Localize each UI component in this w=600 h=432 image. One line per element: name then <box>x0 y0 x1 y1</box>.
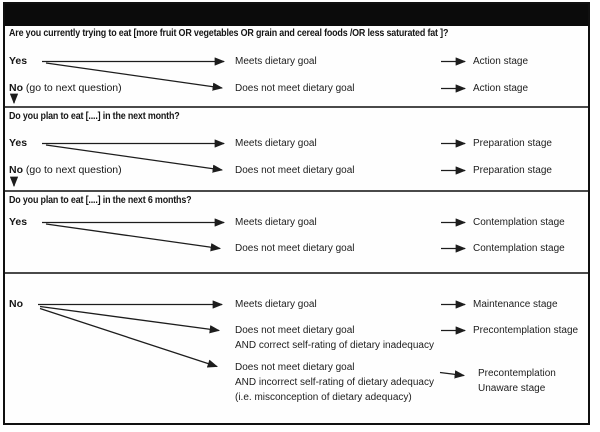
section4-outcome3-result-line1: Does not meet dietary goal <box>235 362 355 373</box>
section-divider-2 <box>5 190 588 192</box>
section2-no-bold: No <box>9 164 23 176</box>
section1-outcome2-result: Does not meet dietary goal <box>235 83 355 94</box>
section1-outcome2-stage: Action stage <box>473 83 529 94</box>
section-divider-3 <box>5 272 588 274</box>
section4-outcome3-result-line3: (i.e. misconception of dietary adequacy) <box>235 392 412 403</box>
section1-no-label: No (go to next question) <box>9 82 122 95</box>
section4-outcome1-stage: Maintenance stage <box>473 299 558 310</box>
section1-no-note: (go to next question) <box>23 82 122 94</box>
section1-yes-label: Yes <box>9 55 28 67</box>
section2-outcome2-result: Does not meet dietary goal <box>235 165 355 176</box>
section2-no-label: No (go to next question) <box>9 164 122 177</box>
section4-no-label: No <box>9 298 23 310</box>
section2-yes-label: Yes <box>9 137 28 149</box>
section2-outcome2-stage: Preparation stage <box>473 165 552 176</box>
section1-no-bold: No <box>9 82 23 94</box>
section3-yes-label: Yes <box>9 216 28 228</box>
section4-outcome2-result-line1: Does not meet dietary goal <box>235 325 355 336</box>
section2-outcome1-result: Meets dietary goal <box>235 138 317 149</box>
section4-outcome1-result: Meets dietary goal <box>235 299 317 310</box>
section3-outcome2-stage: Contemplation stage <box>473 243 565 254</box>
section2-outcome1-stage: Preparation stage <box>473 138 552 149</box>
question-2: Do you plan to eat [....] in the next mo… <box>9 110 180 122</box>
section-divider-1 <box>5 106 588 108</box>
section4-outcome3-result-line2: AND incorrect self-rating of dietary ade… <box>235 377 434 388</box>
section4-outcome2-result-line2: AND correct self-rating of dietary inade… <box>235 340 434 351</box>
question-3: Do you plan to eat [....] in the next 6 … <box>9 194 192 206</box>
section2-no-note: (go to next question) <box>23 164 122 176</box>
section3-outcome2-result: Does not meet dietary goal <box>235 243 355 254</box>
section4-outcome2-stage: Precontemplation stage <box>473 325 579 336</box>
section1-outcome1-result: Meets dietary goal <box>235 56 317 67</box>
section4-outcome3-stage-line1: Precontemplation <box>478 368 556 379</box>
section1-outcome1-stage: Action stage <box>473 56 529 67</box>
question-1: Are you currently trying to eat [more fr… <box>9 27 449 39</box>
section3-outcome1-stage: Contemplation stage <box>473 217 565 228</box>
section4-outcome3-stage-line2: Unaware stage <box>478 383 546 394</box>
section3-outcome1-result: Meets dietary goal <box>235 217 317 228</box>
redacted-title-bar <box>5 4 588 26</box>
